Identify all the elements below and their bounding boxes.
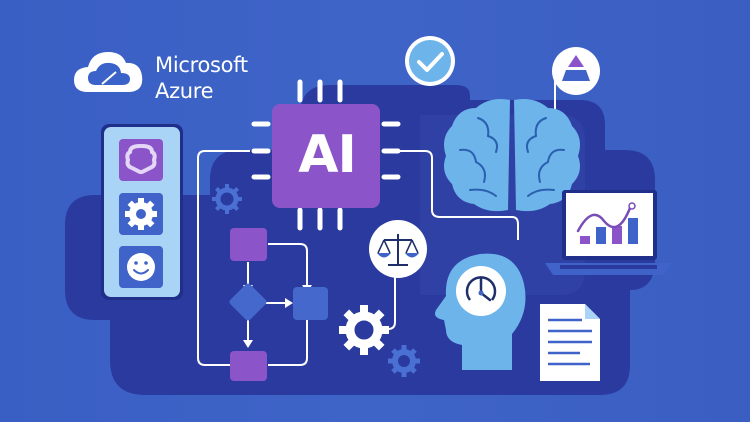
flow-decision-node bbox=[229, 283, 267, 321]
pyramid-icon bbox=[562, 55, 590, 81]
checkmark-icon bbox=[417, 52, 444, 72]
gear-icon bbox=[125, 198, 157, 230]
flow-start-node bbox=[230, 228, 267, 261]
brand-name: Microsoft Azure bbox=[155, 52, 248, 104]
scales-icon bbox=[377, 234, 419, 266]
brain-icon bbox=[125, 144, 157, 174]
flow-end-node bbox=[230, 351, 267, 381]
small-gear-icon bbox=[212, 184, 242, 214]
brand-line2: Azure bbox=[155, 79, 214, 103]
flow-process-node bbox=[293, 287, 328, 320]
smiley-icon bbox=[127, 253, 155, 281]
brand-line1: Microsoft bbox=[155, 53, 248, 77]
bottom-gear-icon bbox=[388, 345, 420, 377]
ai-chip-label: AI bbox=[298, 125, 357, 185]
